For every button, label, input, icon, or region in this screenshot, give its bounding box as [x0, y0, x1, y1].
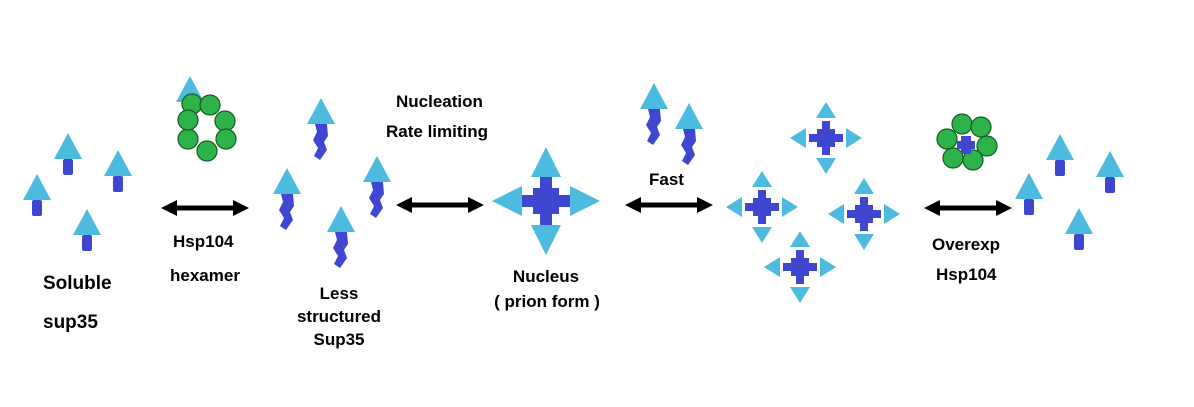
aggregate-cross — [790, 102, 862, 174]
less-structured-label-line1: Less — [319, 284, 359, 303]
aggregate-cross — [726, 171, 798, 243]
less-structured-label-line2: structured — [296, 307, 382, 326]
fast-label: Fast — [649, 170, 684, 189]
soluble-monomer — [104, 150, 132, 192]
aggregate-group — [726, 102, 900, 303]
nucleus-label-line2: ( prion form ) — [494, 292, 600, 311]
hsp104-label-line2: hexamer — [170, 266, 240, 285]
released-monomer — [1015, 173, 1043, 215]
nucleation-label-line2: Rate limiting — [386, 122, 489, 141]
seed-monomer-group — [640, 83, 703, 165]
released-monomer — [1065, 208, 1093, 250]
less-structured-monomer — [327, 206, 355, 268]
released-monomer — [1046, 134, 1074, 176]
less-structured-monomer — [273, 168, 301, 230]
seed-monomer — [675, 103, 703, 165]
hsp104-overexp-icon — [936, 113, 998, 171]
nucleation-label-line1: Nucleation — [396, 92, 483, 111]
fast-arrow — [625, 197, 713, 213]
soluble-monomer — [54, 133, 82, 175]
released-monomer-group — [1015, 134, 1124, 250]
aggregate-cross — [764, 231, 836, 303]
less-structured-monomer — [363, 156, 391, 218]
soluble-monomer — [73, 209, 101, 251]
overexp-label-line1: Overexp — [932, 235, 1001, 254]
overexp-label-line2: Hsp104 — [936, 265, 997, 284]
hsp104-hexamer-icon — [176, 76, 237, 162]
soluble-monomer-group — [23, 133, 132, 251]
less-structured-monomer-group — [273, 98, 391, 268]
less-structured-monomer — [307, 98, 335, 160]
soluble-monomer — [23, 174, 51, 216]
soluble-label-line2: sup35 — [43, 312, 98, 333]
nucleation-arrow — [396, 197, 484, 213]
soluble-label-line1: Soluble — [43, 273, 112, 294]
released-monomer — [1096, 151, 1124, 193]
hsp104-label-line1: Hsp104 — [173, 232, 234, 251]
equilibrium-arrow — [161, 200, 249, 216]
less-structured-label-line3: Sup35 — [313, 330, 365, 349]
disaggregation-arrow — [924, 200, 1012, 216]
seed-monomer — [640, 83, 668, 145]
nucleus-label-line1: Nucleus — [512, 267, 580, 286]
nucleus-prion-icon — [492, 147, 600, 255]
aggregate-cross — [828, 178, 900, 250]
